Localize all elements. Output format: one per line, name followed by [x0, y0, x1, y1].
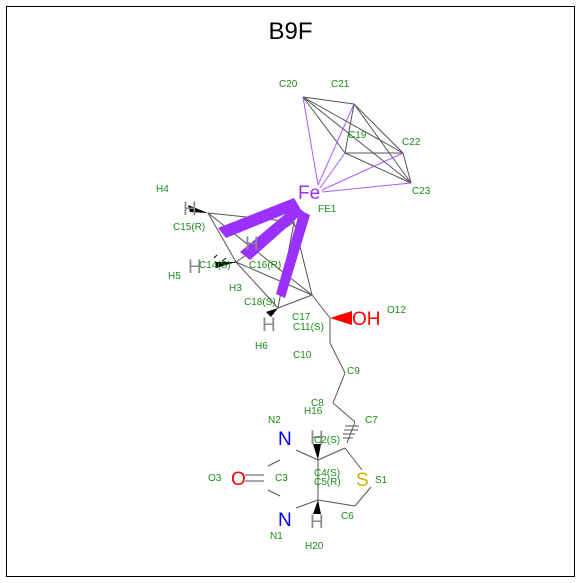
label-h16: H16 — [304, 406, 323, 417]
label-h20: H20 — [305, 541, 324, 552]
label-h3: H3 — [229, 283, 242, 294]
molecule-title: B9F — [268, 18, 313, 45]
carbonyl-oxygen-atom: O — [231, 469, 246, 490]
fe-lower-ring-bonds — [218, 198, 310, 298]
label-c4: C4(S) — [314, 468, 340, 479]
label-c15: C15(R) — [173, 222, 205, 233]
label-c9: C9 — [347, 366, 360, 377]
hydrogen-atom-c18: H — [262, 315, 276, 336]
label-c19: C19 — [348, 130, 367, 141]
label-h6: H6 — [255, 341, 268, 352]
label-s1: S1 — [375, 475, 388, 486]
label-h5: H5 — [168, 271, 181, 282]
label-fe1: FE1 — [318, 204, 337, 215]
ring-hydrogen-bonds — [188, 205, 278, 317]
fe-upper-ring-bonds — [302, 96, 412, 193]
label-c7: C7 — [365, 415, 378, 426]
core-h-wedge-top — [313, 444, 321, 460]
hydrogen-atom-c5: H — [310, 512, 324, 533]
structure-panel — [6, 6, 575, 577]
label-h4: H4 — [156, 184, 169, 195]
c2-hash-bond — [343, 425, 359, 439]
side-chain-bonds — [329, 318, 356, 444]
hydrogen-atom-c15: H — [183, 199, 197, 220]
label-o3: O3 — [208, 473, 222, 484]
label-c14: C14(S) — [199, 260, 231, 271]
label-c21: C21 — [331, 79, 350, 90]
bicyclic-core-bonds — [245, 447, 372, 509]
hydrogen-atom-c2: H — [310, 428, 324, 449]
nitrogen-atom-bottom: N — [278, 510, 292, 531]
hydrogen-atom-c14: H — [188, 257, 202, 278]
label-c16: C16(R) — [249, 260, 281, 271]
label-c11: C11(S) — [293, 322, 324, 333]
label-c22: C22 — [402, 137, 421, 148]
hydroxyl-atom: OH — [352, 309, 381, 330]
label-n1: N1 — [270, 531, 283, 542]
iron-atom: Fe — [298, 183, 320, 204]
oh-wedge — [330, 311, 352, 325]
label-n2: N2 — [268, 415, 281, 426]
atom-labels: C20 C21 C19 C22 C23 H4 FE1 C15(R) C14(S)… — [156, 79, 431, 552]
label-c5: C5(R) — [314, 477, 341, 488]
label-c6: C6 — [341, 511, 354, 522]
label-c3: C3 — [275, 473, 288, 484]
sulfur-atom: S — [356, 470, 369, 491]
nitrogen-atom-top: N — [278, 429, 292, 450]
label-c17: C17 — [292, 312, 311, 323]
label-c20: C20 — [279, 79, 298, 90]
label-o12: O12 — [387, 305, 406, 316]
label-c18: C18(S) — [244, 297, 276, 308]
label-c2: C2(S) — [314, 435, 340, 446]
core-h-wedge-bottom — [313, 500, 321, 514]
label-c10: C10 — [293, 350, 312, 361]
label-c23: C23 — [412, 186, 431, 197]
cp-ring-upper — [302, 96, 412, 184]
hydrogen-atom-c16: H — [245, 234, 259, 255]
label-c8: C8 — [311, 398, 324, 409]
